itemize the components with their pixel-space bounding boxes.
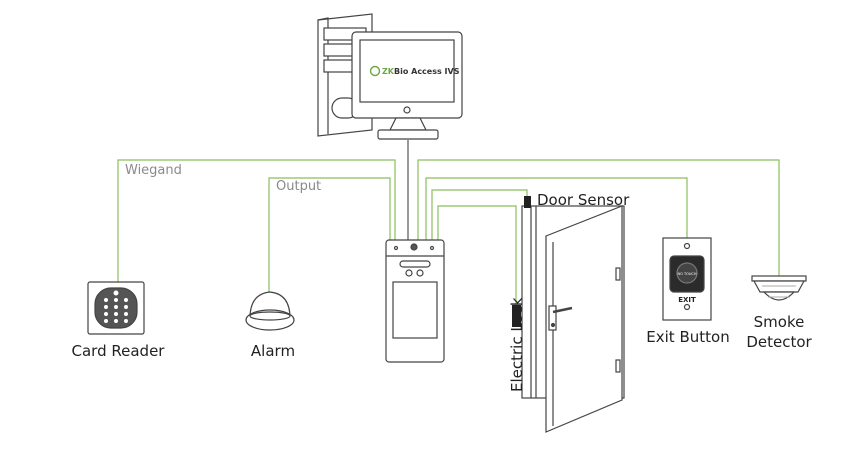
- door-leaf: [545, 205, 623, 433]
- card-reader[interactable]: [87, 281, 145, 335]
- alarm-label: Alarm: [251, 342, 295, 360]
- wiegand-label: Wiegand: [125, 163, 182, 178]
- door-handle-plate: [548, 305, 557, 331]
- smoke-detector-label-line1: Smoke: [754, 313, 805, 331]
- exit-text: EXIT: [678, 296, 696, 304]
- exit-button-wire: [425, 177, 688, 240]
- brand-zk: ZK: [382, 67, 395, 76]
- wiegand-wire: [117, 159, 396, 282]
- fingerprint-icon: [113, 290, 119, 296]
- alarm[interactable]: [245, 291, 295, 331]
- card-reader-label: Card Reader: [72, 342, 166, 360]
- electric-lock-label: Electric Lock: [508, 297, 526, 392]
- access-terminal[interactable]: [385, 239, 445, 363]
- electric-lock[interactable]: [512, 305, 521, 327]
- exit-button-label: Exit Button: [646, 328, 729, 346]
- door: [521, 205, 625, 433]
- software-logo: ZK Bio Access IVS: [369, 65, 460, 77]
- door-sensor[interactable]: [524, 196, 531, 208]
- output-label: Output: [276, 179, 321, 194]
- electric-lock-wire: [437, 205, 517, 305]
- wires: [117, 159, 780, 305]
- smoke-detector-label-line2: Detector: [746, 333, 812, 351]
- monitor[interactable]: [351, 31, 463, 140]
- door-handle: [552, 306, 573, 314]
- terminal-screen: [392, 281, 438, 339]
- brand-name: Bio Access IVS: [394, 67, 460, 76]
- zk-logo-icon: [369, 65, 381, 77]
- terminal-camera-icon: [410, 243, 418, 251]
- door-sensor-label: Door Sensor: [537, 191, 630, 209]
- smoke-detector-wire: [417, 159, 780, 276]
- door-sensor-wire: [431, 189, 528, 240]
- smoke-detector[interactable]: [751, 275, 807, 301]
- keypad: [104, 298, 128, 323]
- exit-button[interactable]: [662, 237, 712, 321]
- output-wire: [268, 177, 391, 292]
- touch-sensor-icon: [676, 262, 698, 284]
- exit-face-text: NO TOUCH: [677, 272, 696, 276]
